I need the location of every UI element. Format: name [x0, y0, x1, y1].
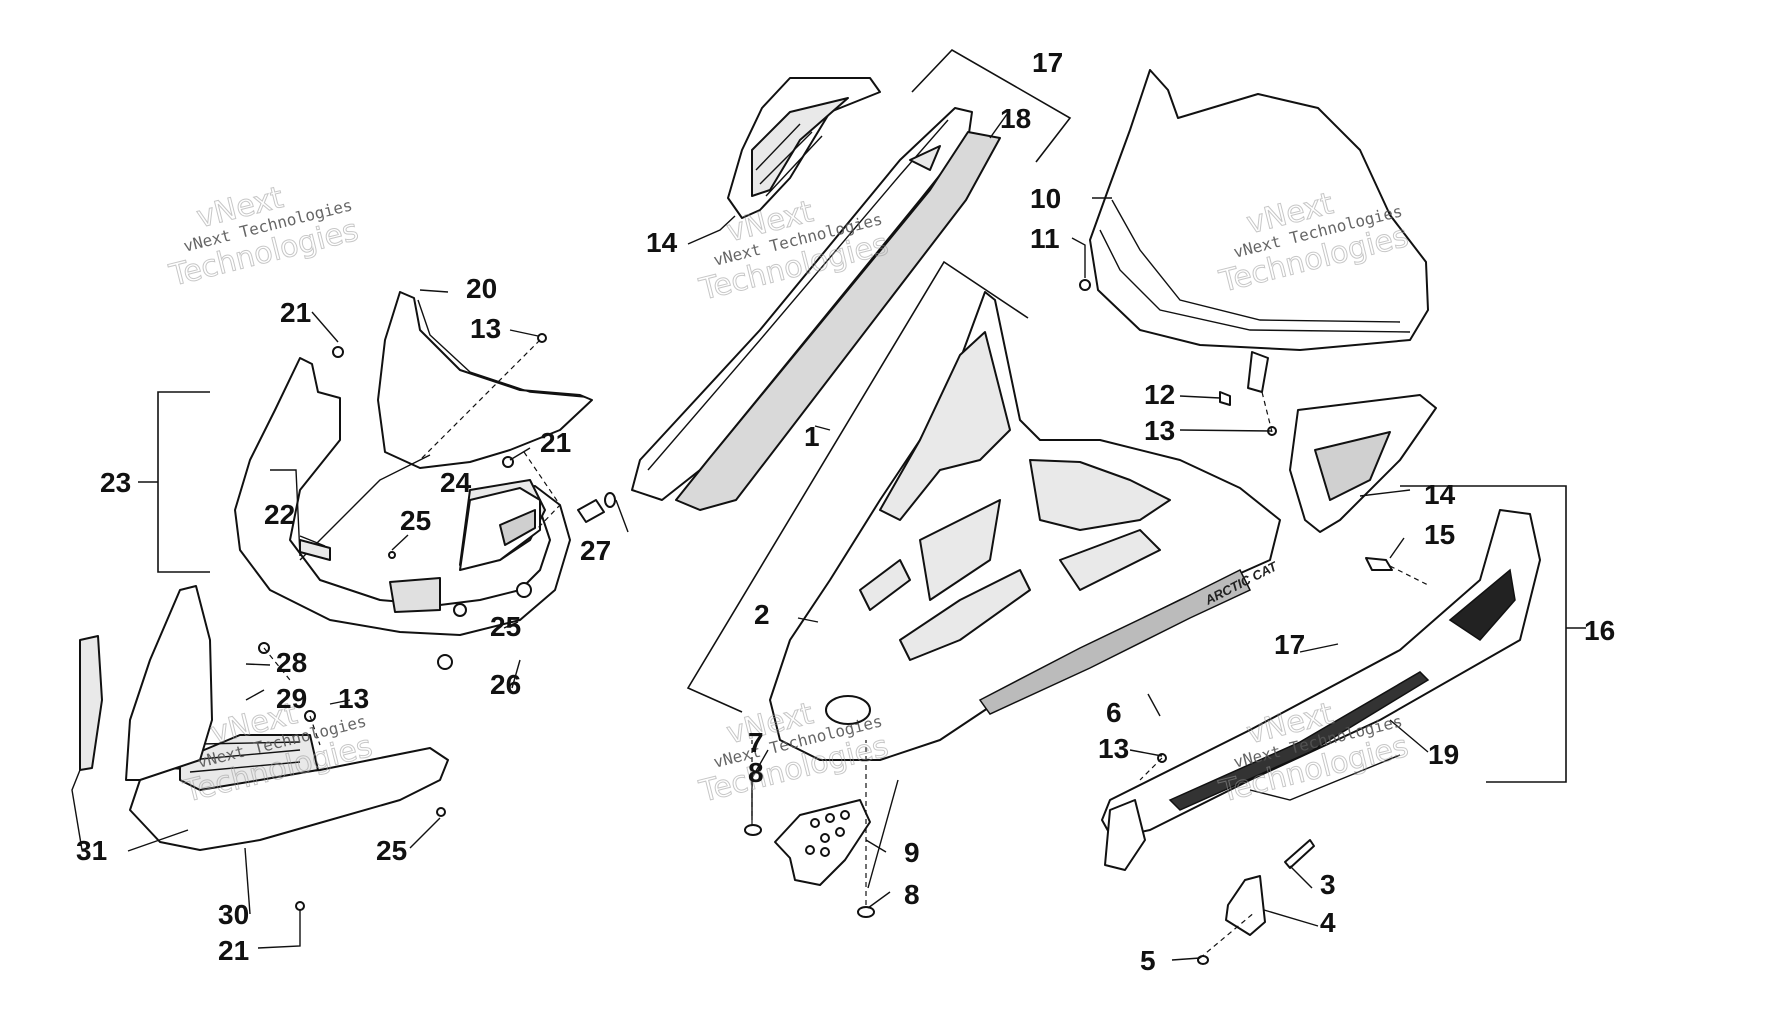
callout-label: 23 — [100, 467, 131, 498]
callout-label: 21 — [280, 297, 311, 328]
part-10-windshield — [1079, 69, 1429, 351]
callout-label: 25 — [376, 835, 407, 866]
callout-label: 28 — [276, 647, 307, 678]
callout-label: 4 — [1320, 907, 1336, 938]
part-18-foam-strip — [675, 131, 1001, 511]
part-12-clip — [1219, 351, 1269, 406]
callout-label: 8 — [904, 879, 920, 910]
callout-label: 13 — [1098, 733, 1129, 764]
part-4-bracket — [1197, 839, 1315, 965]
callout-label: 13 — [470, 313, 501, 344]
callout-label: 31 — [76, 835, 107, 866]
callout-label: 11 — [1030, 223, 1060, 254]
callout-label: 14 — [1424, 479, 1456, 510]
watermark-1: vNext vNext Technologies Technologies — [165, 180, 362, 295]
callout-label: 10 — [1030, 183, 1061, 214]
part-17-rail — [631, 107, 973, 501]
callout-label: 19 — [1428, 739, 1459, 770]
callout-label: 3 — [1320, 869, 1336, 900]
callout-label: 7 — [748, 727, 764, 758]
callout-label: 21 — [540, 427, 571, 458]
callout-label: 22 — [264, 499, 295, 530]
part-16-side-panel — [1101, 509, 1541, 871]
callout-label: 1 — [804, 421, 820, 452]
callout-label: 17 — [1274, 629, 1305, 660]
part-9-skid-plate — [744, 799, 875, 918]
callout-label: 26 — [490, 669, 521, 700]
callout-label: 8 — [748, 757, 764, 788]
callout-label: 17 — [1032, 47, 1063, 78]
dashed-lines — [263, 339, 1431, 959]
callout-label: 25 — [400, 505, 431, 536]
callout-label: 16 — [1584, 615, 1615, 646]
callout-label: 25 — [490, 611, 521, 642]
callout-label: 24 — [440, 467, 472, 498]
part-20-upper-panel — [377, 291, 593, 469]
callout-label: 6 — [1106, 697, 1122, 728]
part-14-side-panel — [1289, 394, 1437, 533]
callout-label: 5 — [1140, 945, 1156, 976]
callout-label: 15 — [1424, 519, 1455, 550]
part-31-side-strip — [79, 585, 213, 781]
callout-label: 29 — [276, 683, 307, 714]
callout-label: 13 — [338, 683, 369, 714]
callout-label: 12 — [1144, 379, 1175, 410]
part-2-hood: ARCTIC CAT — [769, 291, 1281, 761]
part-14-upper-grille — [727, 77, 881, 219]
part-15-latch — [1365, 557, 1393, 571]
callout-label: 2 — [754, 599, 770, 630]
leader-lines — [71, 48, 1586, 961]
callout-label: 13 — [1144, 415, 1175, 446]
callout-label: 20 — [466, 273, 497, 304]
callout-label: 14 — [646, 227, 678, 258]
part-30-lower-bumper — [129, 734, 449, 851]
part-27-clip — [577, 492, 616, 523]
part-24-vent — [459, 487, 541, 571]
callout-labels: 17 18 14 10 11 21 20 13 23 21 24 22 25 2… — [76, 47, 1615, 976]
callout-label: 30 — [218, 899, 249, 930]
callout-label: 9 — [904, 837, 920, 868]
callout-label: 27 — [580, 535, 611, 566]
callout-label: 21 — [218, 935, 249, 966]
callout-label: 18 — [1000, 103, 1031, 134]
